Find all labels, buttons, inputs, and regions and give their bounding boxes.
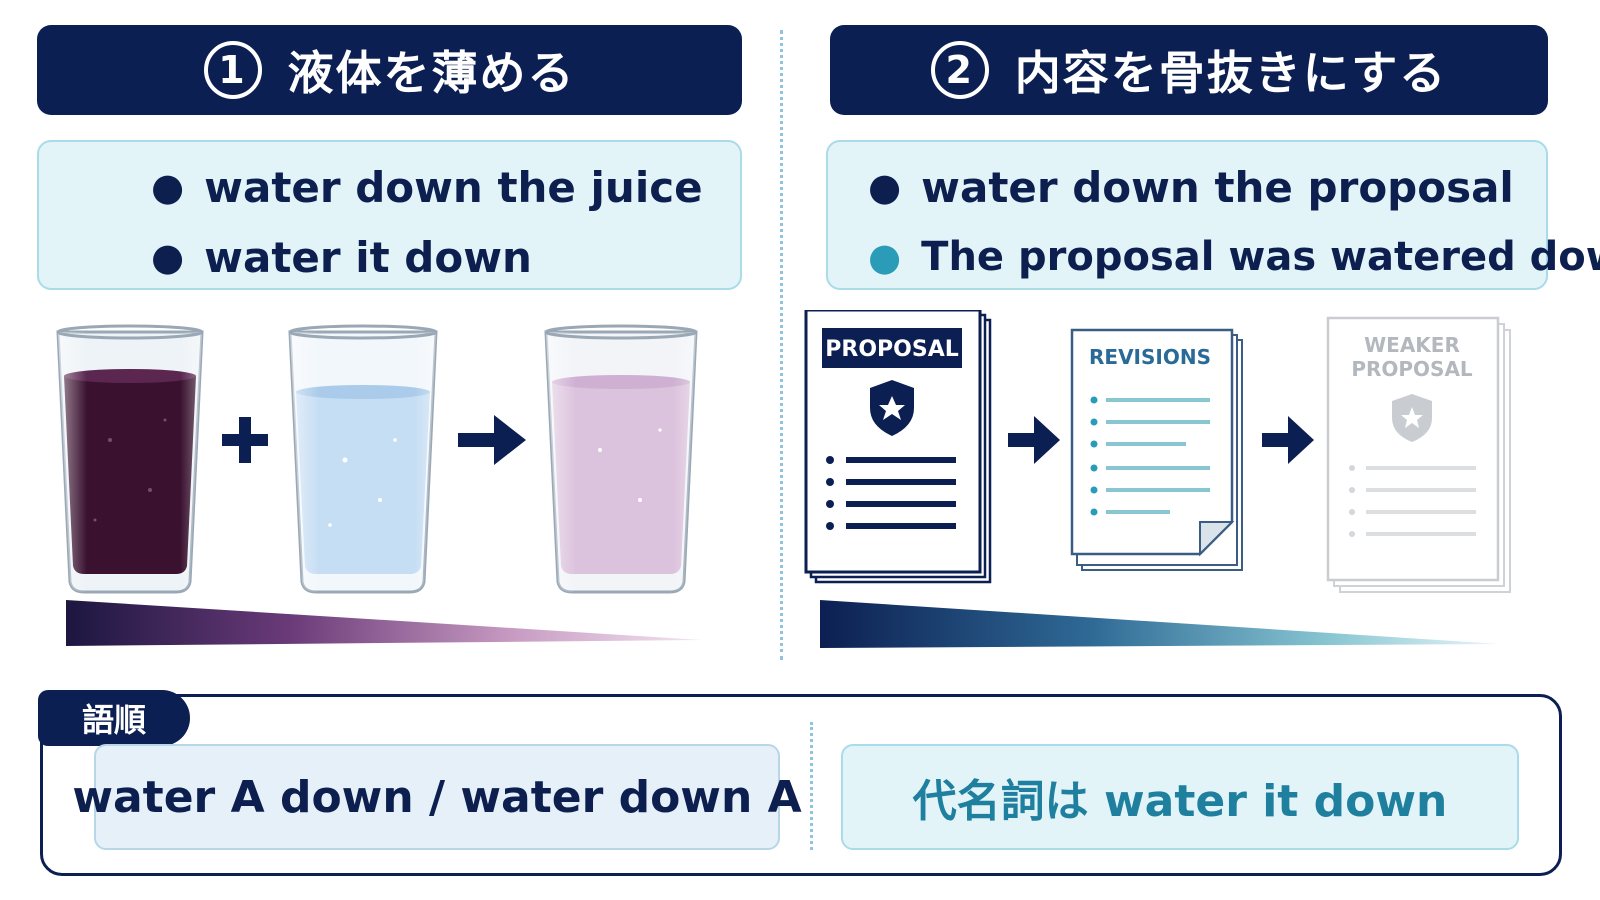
weaker-label-line1: WEAKER [1364,333,1460,357]
panel-divider [780,30,783,660]
diluted-juice-glass-icon [544,324,698,594]
panel-weaken-content: 2 内容を骨抜きにする ● water down the proposal ● … [800,0,1600,670]
word-order-rule-pronoun: 代名詞は water it down [841,744,1519,850]
weaker-proposal-document-icon: WEAKER PROPOSAL [1326,316,1511,593]
panel-dilute-liquid: 1 液体を薄める ● water down the juice ● water … [0,0,780,670]
example-line: ● water down the proposal [868,152,1546,222]
word-order-tag: 語順 [38,690,190,746]
proposal-document-icon: PROPOSAL [804,310,992,584]
revisions-document-icon: REVISIONS [1070,328,1243,571]
grape-juice-glass-icon [56,324,204,594]
bullet-icon: ● [151,235,185,279]
example-text: water down the juice [204,162,703,212]
plus-icon [222,417,268,463]
section-number-2: 2 [930,41,989,99]
weaker-label-line2: PROPOSAL [1351,357,1473,381]
dilution-wedge [66,600,702,646]
water-glass-icon [288,324,438,594]
section-title-2: 内容を骨抜きにする [1014,46,1448,100]
example-line: ● The proposal was watered down. [868,222,1600,292]
bullet-icon: ● [868,165,902,209]
arrow-right-icon [1262,416,1314,464]
section-header-1: 1 液体を薄める [37,25,742,115]
section-title-1: 液体を薄める [287,46,576,100]
examples-box-2: ● water down the proposal ● The proposal… [826,140,1600,292]
example-line: ● water down the juice [151,152,740,222]
example-line: ● water it down [151,222,740,292]
section-number-1: 1 [203,41,262,99]
revisions-label: REVISIONS [1089,345,1211,369]
illustration-area: PROPOSAL REVISIONS WEAKER PROPOSA [56,310,1511,648]
weakening-wedge [820,600,1500,648]
bullet-icon: ● [868,235,902,279]
example-text: water down the proposal [921,162,1514,212]
examples-box-1: ● water down the juice ● water it down [37,140,742,290]
example-text: The proposal was watered down. [921,234,1600,280]
arrow-right-icon [458,415,526,465]
rule-divider [810,722,813,850]
arrow-right-icon [1008,416,1060,464]
proposal-label: PROPOSAL [825,337,958,362]
bullet-icon: ● [151,165,185,209]
example-text: water it down [204,232,532,282]
section-header-2: 2 内容を骨抜きにする [830,25,1548,115]
word-order-box [40,694,1562,876]
word-order-rule-general: water A down / water down A [72,744,802,850]
